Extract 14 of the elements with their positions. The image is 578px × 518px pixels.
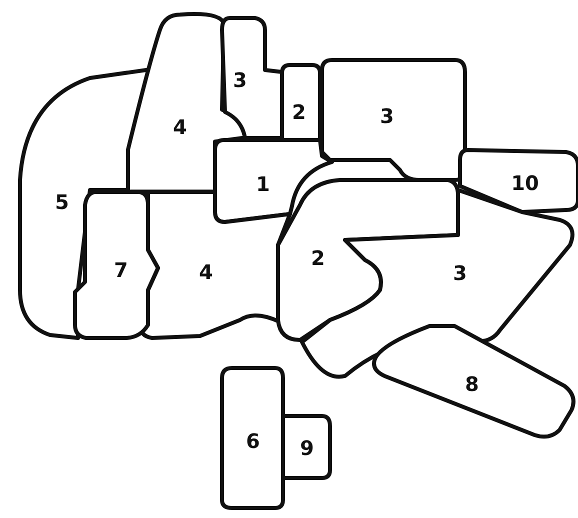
region-number: 3 [380, 106, 394, 126]
region-number: 10 [511, 173, 539, 193]
region-number: 7 [114, 260, 128, 280]
region-number: 1 [256, 174, 270, 194]
region-number: 3 [233, 70, 247, 90]
region-number: 4 [173, 116, 187, 137]
region-number: 9 [300, 438, 314, 458]
region-number: 8 [465, 374, 479, 394]
region-number: 6 [246, 431, 260, 451]
region-number: 2 [292, 102, 306, 122]
region-number: 4 [199, 262, 213, 282]
region-number: 2 [311, 248, 325, 268]
region-number: 5 [55, 192, 69, 212]
region-number: 3 [453, 263, 467, 283]
